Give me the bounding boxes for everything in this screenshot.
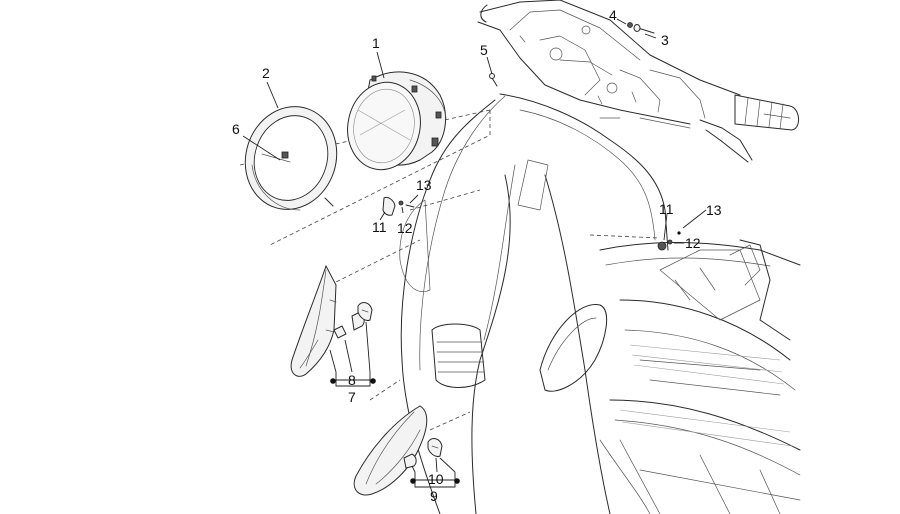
leader-lines <box>242 18 707 488</box>
callout-10: 10 <box>428 471 444 487</box>
callout-11-right: 11 <box>659 201 674 217</box>
fastener-set-left-part <box>382 197 415 216</box>
handlebar-drawing <box>477 0 799 163</box>
headlight-ring-part <box>244 106 338 211</box>
scooter-body-drawing <box>399 0 801 514</box>
callout-13-left: 13 <box>416 177 432 193</box>
left-indicator-part <box>290 264 373 377</box>
bracket-dots <box>330 378 460 484</box>
callout-1: 1 <box>372 35 380 51</box>
callout-6: 6 <box>232 121 240 137</box>
screw-5-part <box>489 73 498 87</box>
fastener-set-right-part <box>657 231 681 251</box>
callout-9: 9 <box>430 488 438 504</box>
callout-8: 8 <box>348 372 356 388</box>
callout-3: 3 <box>661 32 669 48</box>
callout-4: 4 <box>609 7 617 23</box>
callout-12-left: 12 <box>397 220 413 236</box>
callout-labels: 1 2 3 4 5 6 7 8 9 10 11 12 13 11 12 13 <box>232 7 722 504</box>
callout-13-right: 13 <box>706 202 722 218</box>
callout-2: 2 <box>262 65 270 81</box>
callout-11-left: 11 <box>372 219 387 235</box>
headlight-unit-part <box>347 71 447 171</box>
front-shield-drawing <box>399 93 801 514</box>
callout-7: 7 <box>348 389 356 405</box>
screw-3-part <box>627 22 655 34</box>
right-indicator-part <box>353 405 443 496</box>
callout-5: 5 <box>480 42 488 58</box>
callout-12-right: 12 <box>685 235 701 251</box>
